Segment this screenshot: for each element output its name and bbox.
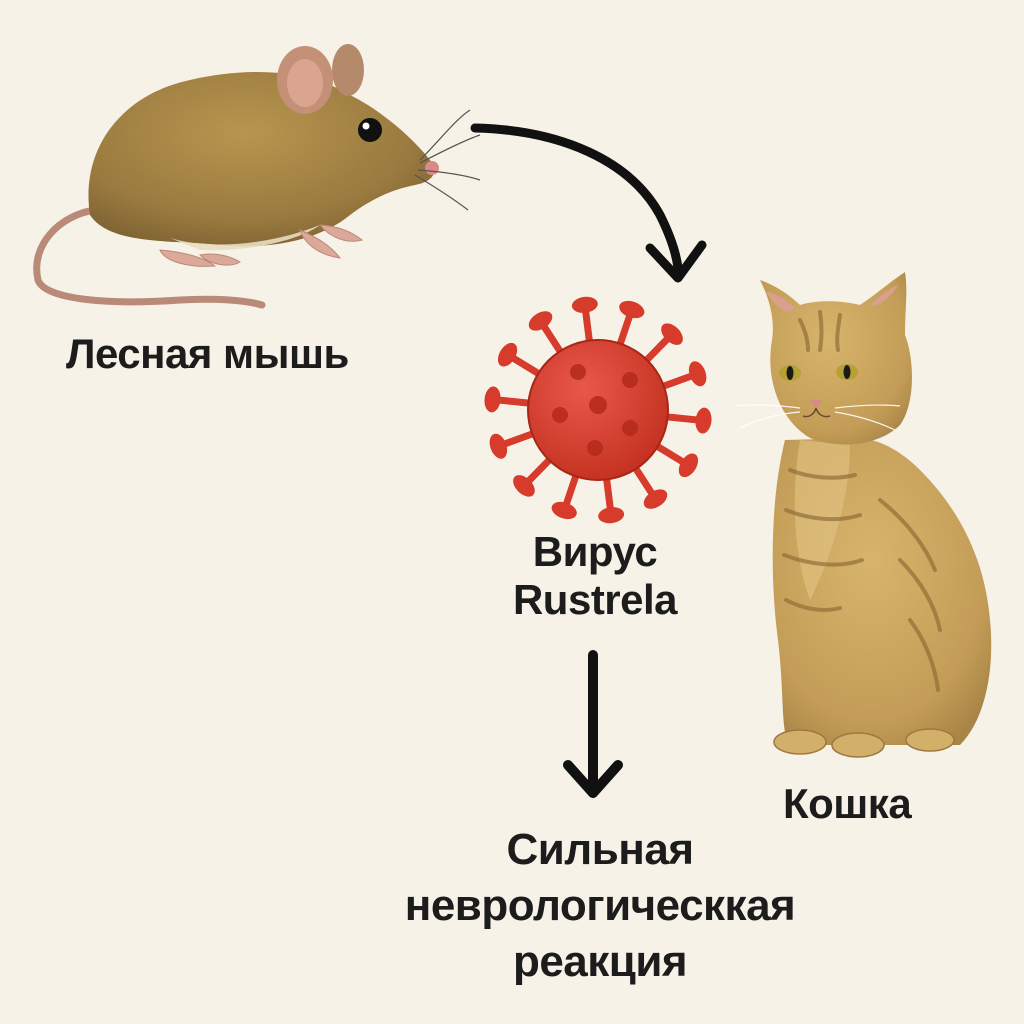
virus-label-line-2: Rustrela	[512, 576, 678, 623]
virus-spike	[498, 429, 538, 449]
virus-spike-tip	[528, 311, 553, 331]
virus-spike	[539, 320, 565, 357]
virus-spike	[493, 396, 534, 407]
virus-spike-tip	[571, 296, 598, 313]
mouse-to-virus-arrow	[470, 123, 707, 283]
virus-spike	[658, 371, 698, 391]
virus-spike-tip	[661, 323, 683, 345]
virus-to-outcome-arrow	[563, 650, 623, 798]
virus-spike-tip	[484, 386, 501, 413]
virus-spike-tip	[678, 453, 699, 478]
cat-label: Кошка	[783, 780, 912, 827]
virus-spike	[652, 441, 689, 467]
virus-spike	[561, 470, 580, 511]
outcome-label-line-3: реакция	[512, 937, 688, 986]
virus-spike	[602, 473, 615, 515]
mouse-label: Лесная мышь	[66, 330, 349, 377]
outcome-label: Сильная неврологическкая реакция	[350, 822, 850, 990]
virus-spike	[616, 309, 635, 350]
outcome-label-line-1: Сильная	[506, 825, 694, 874]
wood-mouse-illustration	[33, 44, 481, 309]
virus-label: Вирус Rustrela	[470, 528, 720, 624]
virus-spike-tip	[513, 475, 535, 497]
outcome-label-line-2: неврологическкая	[404, 881, 796, 930]
virus-spike	[581, 305, 594, 347]
virus-spike-tip	[598, 507, 625, 524]
virus-spike	[662, 413, 703, 424]
virus-spike-tip	[695, 407, 712, 434]
virus-label-line-1: Вирус	[532, 528, 658, 575]
virus-spike	[631, 463, 657, 500]
virus-spike	[523, 455, 555, 487]
virus-spike-tip	[497, 342, 518, 367]
virus-spike-tip	[551, 501, 577, 520]
virus-spike-tip	[643, 489, 668, 509]
virus-spike	[507, 353, 544, 379]
virus-icon	[484, 296, 712, 524]
virus-spike	[641, 333, 673, 365]
virus-spike-tip	[489, 433, 508, 459]
virus-spike-tip	[688, 361, 707, 387]
virus-spike-tip	[619, 300, 645, 319]
tabby-cat-illustration	[734, 272, 992, 758]
